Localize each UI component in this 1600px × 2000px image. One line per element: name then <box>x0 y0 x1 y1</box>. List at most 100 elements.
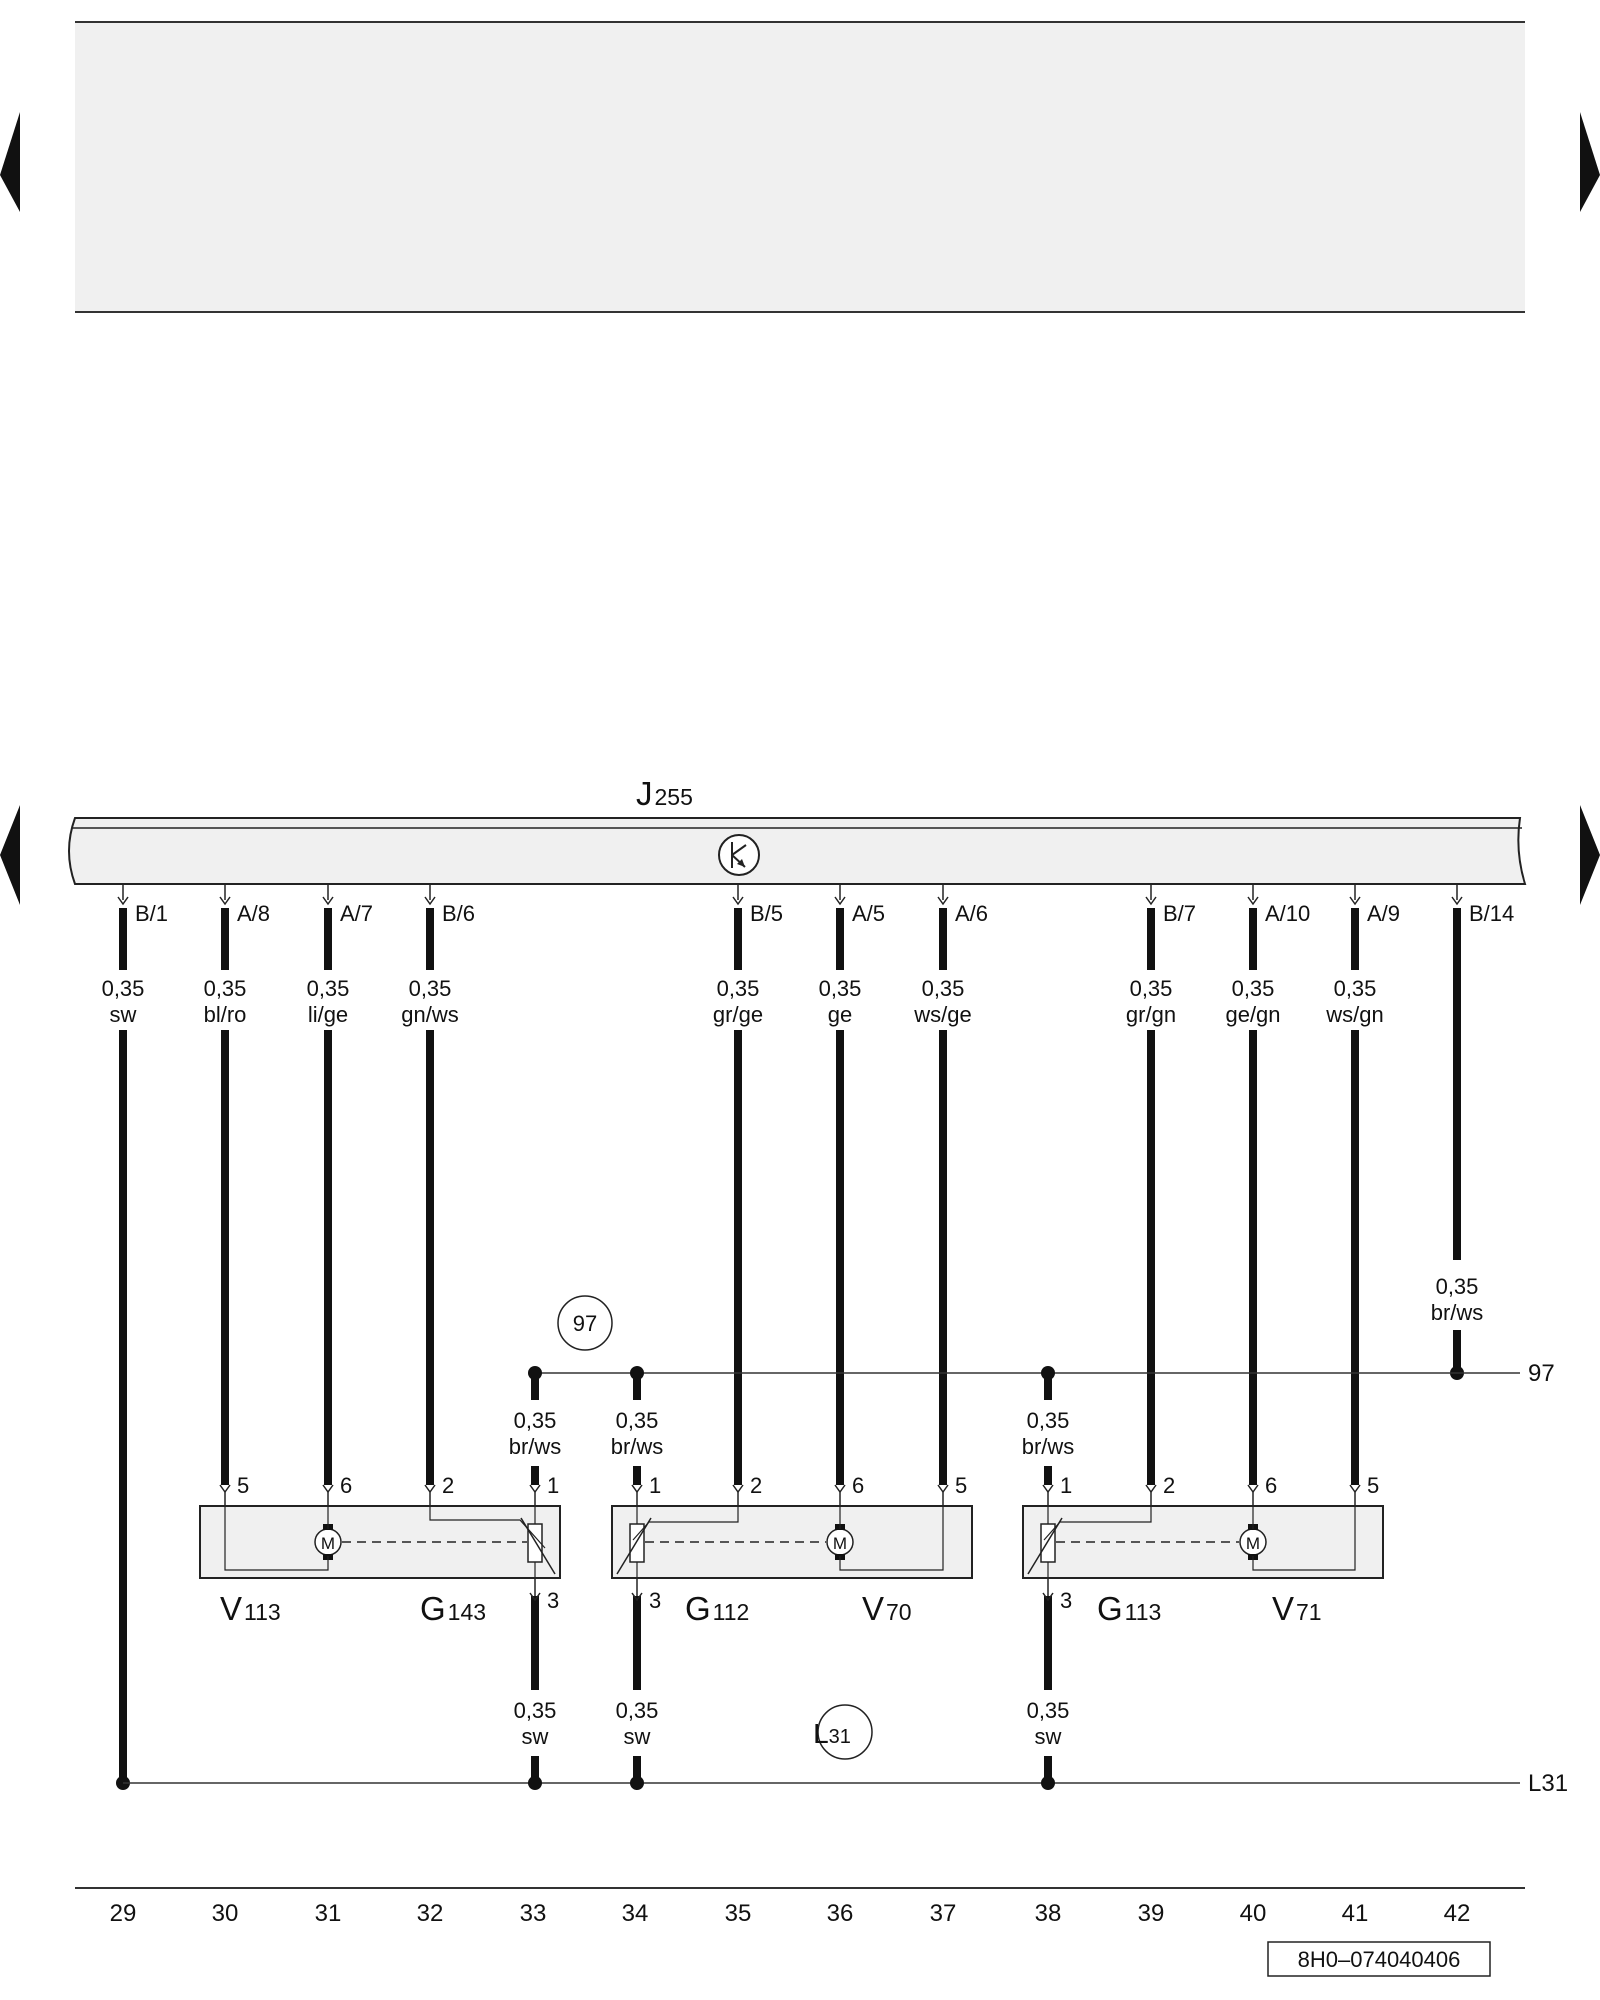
next-page-arrow-icon-lower[interactable] <box>1580 805 1600 905</box>
control-unit-housing <box>68 817 1527 885</box>
internal-wire <box>632 1506 739 1541</box>
internal-wire <box>1043 1506 1152 1541</box>
connector-arrow-icon <box>1349 896 1361 906</box>
connector-arrow-icon <box>732 1484 744 1494</box>
wire-color-label: gn/ws <box>401 1002 458 1027</box>
component-label: V113 <box>220 1590 281 1627</box>
connector-arrow-icon <box>424 1484 436 1494</box>
wire-color-label: bl/ro <box>204 1002 247 1027</box>
column-number: 39 <box>1138 1900 1165 1927</box>
wire-color-label: br/ws <box>611 1434 664 1459</box>
junction-dot <box>1041 1776 1055 1790</box>
wire-size-label: 0,35 <box>1130 976 1173 1001</box>
column-number: 42 <box>1444 1900 1471 1927</box>
wire-color-label: sw <box>1035 1724 1062 1749</box>
connector-arrow-icon <box>1247 1484 1259 1494</box>
module-pin-label: 5 <box>955 1473 967 1498</box>
connector-arrow-icon <box>219 1484 231 1494</box>
column-number: 36 <box>827 1900 854 1927</box>
connector-arrow-icon <box>631 1592 643 1602</box>
module-pin-label: 2 <box>750 1473 762 1498</box>
wire-color-label: li/ge <box>308 1002 348 1027</box>
column-number: 29 <box>110 1900 137 1927</box>
wire-size-label: 0,35 <box>1027 1408 1070 1433</box>
module-pin-label: 6 <box>1265 1473 1277 1498</box>
module-pin-label: 3 <box>649 1588 661 1613</box>
wire-size-label: 0,35 <box>1334 976 1377 1001</box>
wire-size-label: 0,35 <box>1027 1698 1070 1723</box>
column-number: 41 <box>1342 1900 1369 1927</box>
column-number: 30 <box>212 1900 239 1927</box>
module-box <box>1022 1505 1384 1579</box>
wire-color-label: sw <box>522 1724 549 1749</box>
module-pin-label: 2 <box>1163 1473 1175 1498</box>
prev-page-arrow-icon-lower[interactable] <box>0 805 20 905</box>
pin-label: B/14 <box>1469 901 1514 926</box>
connector-arrow-icon <box>732 896 744 906</box>
wire-size-label: 0,35 <box>514 1698 557 1723</box>
connector-arrow-icon <box>834 1484 846 1494</box>
column-number: 35 <box>725 1900 752 1927</box>
junction-dot <box>630 1776 644 1790</box>
module-pin-label: 1 <box>649 1473 661 1498</box>
module-pin-label: 3 <box>1060 1588 1072 1613</box>
wire-color-label: ge <box>828 1002 852 1027</box>
pin-label: A/10 <box>1265 901 1310 926</box>
next-page-arrow-icon[interactable] <box>1580 112 1600 212</box>
connector-arrow-icon <box>937 1484 949 1494</box>
pin-label: B/6 <box>442 901 475 926</box>
wire-color-label: sw <box>624 1724 651 1749</box>
prev-page-arrow-icon[interactable] <box>0 112 20 212</box>
bus-l31-label: L31 <box>1528 1770 1568 1797</box>
column-number: 31 <box>315 1900 342 1927</box>
pin-label: B/5 <box>750 901 783 926</box>
column-number: 33 <box>520 1900 547 1927</box>
component-label: G143 <box>420 1590 486 1627</box>
connector-arrow-icon <box>1042 1592 1054 1602</box>
svg-text:97: 97 <box>573 1311 597 1336</box>
pin-label: A/7 <box>340 901 373 926</box>
bus-97-label: 97 <box>1528 1360 1555 1387</box>
motor-label: M <box>1246 1534 1260 1553</box>
pin-label: A/6 <box>955 901 988 926</box>
svg-text:L31: L31 <box>813 1718 851 1749</box>
bus-l31-circle-marker: L31 <box>813 1704 873 1760</box>
wire-size-label: 0,35 <box>1232 976 1275 1001</box>
column-number: 38 <box>1035 1900 1062 1927</box>
column-number: 34 <box>622 1900 649 1927</box>
wire-size-label: 0,35 <box>717 976 760 1001</box>
motor-label: M <box>833 1534 847 1553</box>
connector-arrow-icon <box>1145 896 1157 906</box>
connector-arrow-icon <box>834 896 846 906</box>
wire-size-label: 0,35 <box>922 976 965 1001</box>
pin-label: A/8 <box>237 901 270 926</box>
connector-arrow-icon <box>1349 1484 1361 1494</box>
module-pin-label: 3 <box>547 1588 559 1613</box>
svg-text:8H0–074040406: 8H0–074040406 <box>1298 1947 1461 1972</box>
module-box <box>611 1505 973 1579</box>
module-pin-label: 1 <box>1060 1473 1072 1498</box>
module-pin-label: 6 <box>852 1473 864 1498</box>
control-unit-label: J255 <box>636 775 693 812</box>
column-number: 40 <box>1240 1900 1267 1927</box>
pin-label: B/7 <box>1163 901 1196 926</box>
pin-label: A/9 <box>1367 901 1400 926</box>
connector-arrow-icon <box>1247 896 1259 906</box>
connector-arrow-icon <box>322 896 334 906</box>
document-code-box: 8H0–074040406 <box>1267 1941 1491 1977</box>
component-label: G113 <box>1097 1590 1161 1627</box>
potentiometer-icon <box>616 1506 652 1578</box>
connector-arrow-icon <box>322 1484 334 1494</box>
